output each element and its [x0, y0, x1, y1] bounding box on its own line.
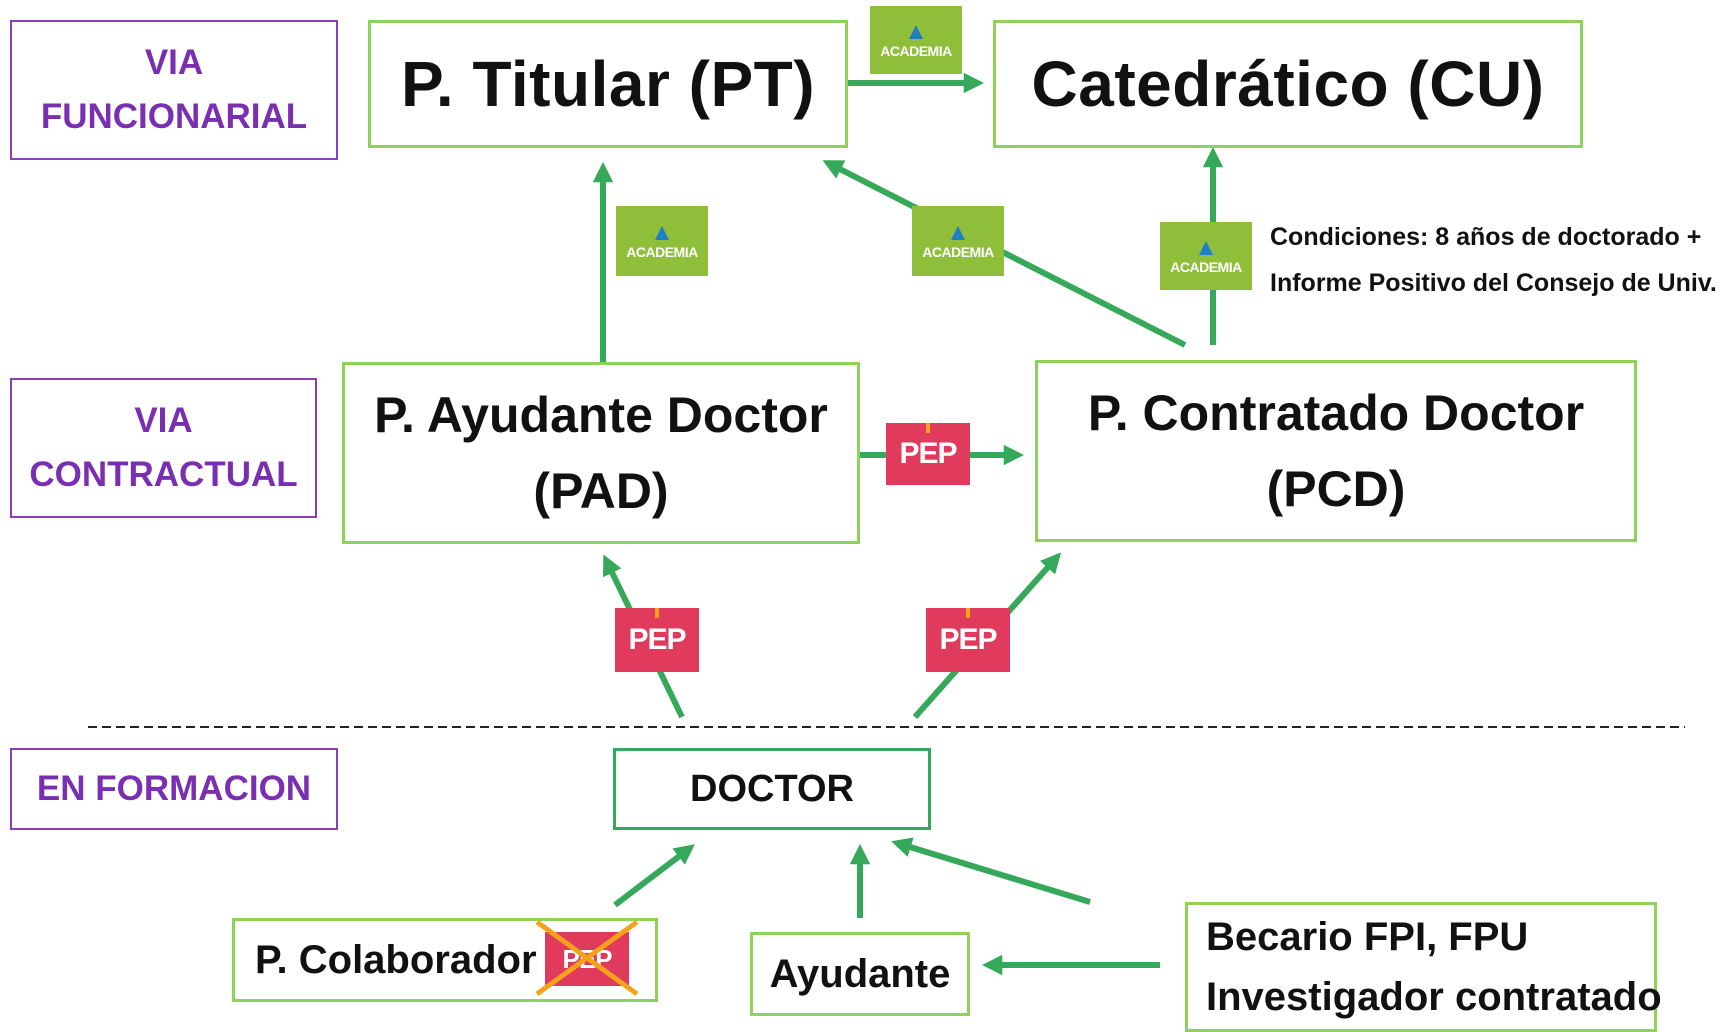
ayudante-doctor-line1: P. Ayudante Doctor [374, 387, 828, 443]
catedratico-label: Catedrático (CU) [1031, 48, 1545, 120]
cross-out-icon [535, 919, 639, 997]
a-triangle-icon: ▲ [1194, 234, 1218, 261]
academia-badge-pad-pt: ▲ ACADEMIA [616, 206, 708, 276]
category-contractual-line2: CONTRACTUAL [29, 455, 298, 494]
category-funcionarial-line1: VIA [144, 43, 204, 82]
box-profesor-colaborador: P. Colaborador [232, 918, 658, 1002]
category-contractual-line1: VIA [134, 401, 193, 440]
ayudante-doctor-line2: (PAD) [533, 463, 669, 519]
ayudante-label: Ayudante [769, 951, 951, 996]
category-via-funcionarial: VIA FUNCIONARIAL [10, 20, 338, 160]
pep-label: PEP [939, 623, 997, 656]
a-triangle-icon: ▲ [904, 18, 928, 45]
box-catedratico: Catedrático (CU) [993, 20, 1583, 148]
academia-label: ACADEMIA [626, 244, 698, 260]
category-funcionarial-line2: FUNCIONARIAL [40, 97, 308, 136]
titular-label: P. Titular (PT) [400, 48, 816, 120]
box-becario-investigador: Becario FPI, FPU Investigador contratado [1185, 902, 1662, 1032]
colaborador-label: P. Colaborador [255, 937, 537, 982]
pep-badge-doctor-pcd: PEP [926, 608, 1010, 672]
category-en-formacion: EN FORMACION [10, 748, 338, 830]
pep-badge-pad-pcd: PEP [886, 423, 970, 485]
arrow-becario-to-doctor [891, 837, 1091, 905]
becario-line1: Becario FPI, FPU [1206, 915, 1529, 959]
category-via-contractual: VIA CONTRACTUAL [10, 378, 317, 518]
conditions-line1: Condiciones: 8 años de doctorado + [1270, 223, 1702, 251]
pep-label: PEP [628, 623, 686, 656]
pep-label: PEP [899, 437, 957, 470]
contratado-doctor-line1: P. Contratado Doctor [1087, 385, 1585, 441]
arrow-colaborador-to-doctor [613, 844, 695, 908]
arrow-pcd-to-pt [822, 160, 1187, 348]
a-triangle-icon: ▲ [946, 219, 970, 246]
box-contratado-doctor: P. Contratado Doctor (PCD) [1035, 360, 1637, 542]
academia-badge-pcd-pt: ▲ ACADEMIA [912, 206, 1004, 276]
conditions-note: Condiciones: 8 años de doctorado + Infor… [1270, 214, 1717, 306]
box-ayudante-doctor: P. Ayudante Doctor (PAD) [342, 362, 860, 544]
box-ayudante: Ayudante [750, 932, 970, 1016]
box-profesor-titular: P. Titular (PT) [368, 20, 848, 148]
academia-badge-pt-cu: ▲ ACADEMIA [870, 6, 962, 74]
pep-badge-doctor-pad: PEP [615, 608, 699, 672]
pep-tick-icon [926, 423, 930, 433]
category-formacion-label: EN FORMACION [36, 769, 312, 808]
academia-label: ACADEMIA [922, 244, 994, 260]
academia-badge-pcd-cu: ▲ ACADEMIA [1160, 222, 1252, 290]
a-triangle-icon: ▲ [650, 219, 674, 246]
academia-label: ACADEMIA [880, 43, 952, 59]
becario-line2: Investigador contratado [1206, 975, 1662, 1019]
contratado-doctor-line2: (PCD) [1266, 461, 1406, 517]
pep-tick-icon [655, 608, 659, 618]
conditions-line2: Informe Positivo del Consejo de Univ. [1270, 269, 1717, 297]
pep-tick-icon [966, 608, 970, 618]
doctor-label: DOCTOR [690, 767, 854, 810]
box-doctor: DOCTOR [613, 748, 931, 830]
academia-label: ACADEMIA [1170, 259, 1242, 275]
